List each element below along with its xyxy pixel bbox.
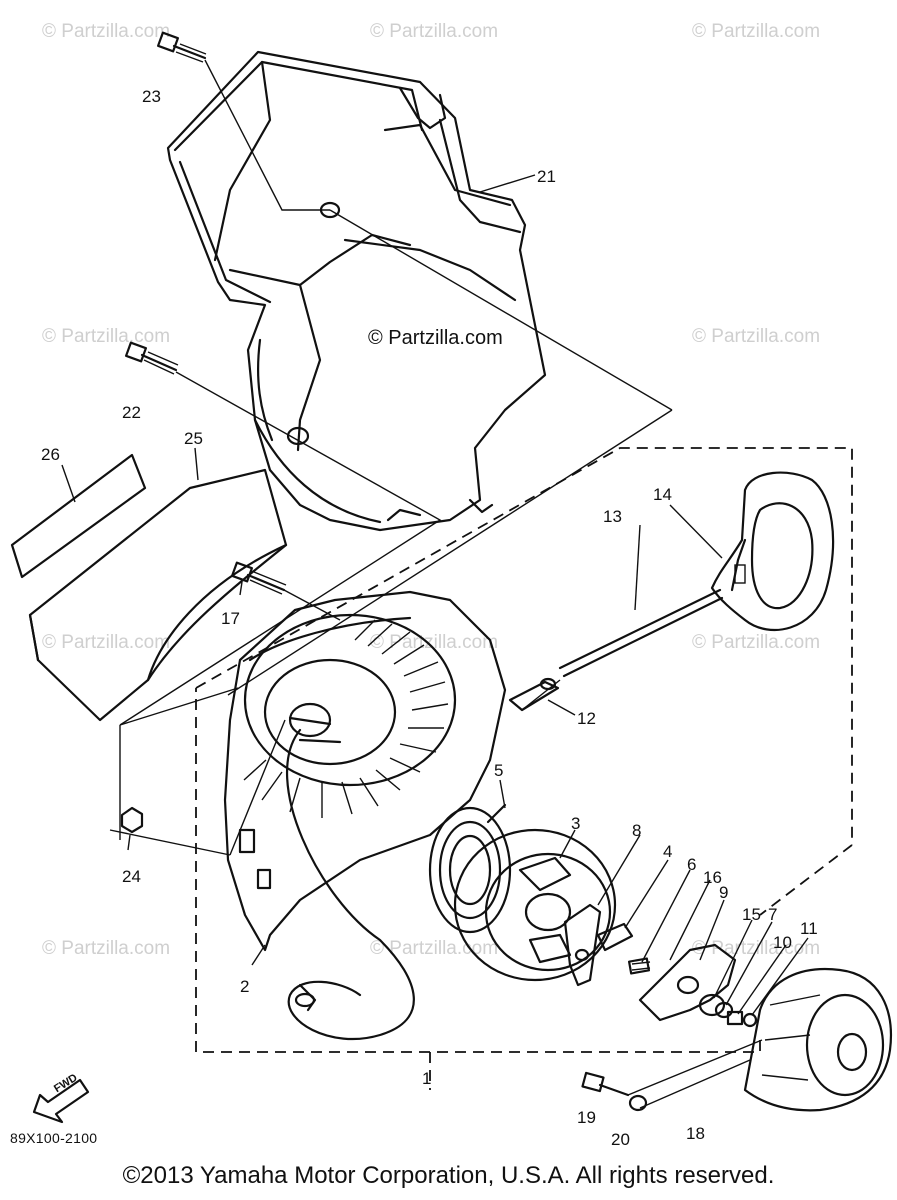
shroud-cover	[166, 50, 547, 532]
part-number-2: 2	[240, 977, 250, 996]
part-number-19: 19	[577, 1108, 596, 1127]
guide-12	[508, 677, 560, 712]
washer-20	[628, 1094, 648, 1112]
bolt-22	[124, 341, 179, 375]
part-number-1: 1	[422, 1069, 432, 1088]
part-number-13: 13	[603, 507, 622, 526]
watermark: © Partzilla.com	[692, 21, 821, 42]
strip-26	[10, 453, 147, 579]
starter-case-2	[223, 590, 507, 1041]
bolt-23	[156, 31, 207, 63]
part-number-8: 8	[632, 821, 642, 840]
watermark-center: © Partzilla.com	[368, 327, 503, 349]
spring-4	[596, 922, 634, 952]
watermark: © Partzilla.com	[692, 326, 821, 347]
watermark: © Partzilla.com	[42, 938, 171, 959]
part-number-22: 22	[122, 403, 141, 422]
nut-10	[726, 1010, 744, 1026]
diagram-code: 89X100-2100	[10, 1130, 98, 1146]
part-number-11: 11	[800, 919, 818, 938]
bolt-19	[581, 1071, 630, 1097]
friction-plate-9	[638, 943, 737, 1022]
part-number-26: 26	[41, 445, 60, 464]
part-number-5: 5	[494, 761, 504, 780]
watermark: © Partzilla.com	[42, 632, 171, 653]
handle-14	[710, 471, 835, 632]
part-number-25: 25	[184, 429, 203, 448]
watermark: © Partzilla.com	[692, 632, 821, 653]
part-number-24: 24	[122, 867, 141, 886]
pulley-18	[743, 968, 892, 1112]
copyright-notice: ©2013 Yamaha Motor Corporation, U.S.A. A…	[122, 1162, 775, 1189]
washer-11	[742, 1012, 758, 1028]
part-number-9: 9	[719, 883, 729, 902]
bolt-6	[627, 957, 651, 975]
part-number-4: 4	[663, 842, 673, 861]
reel-3	[453, 828, 617, 982]
part-number-17: 17	[221, 609, 240, 628]
part-number-12: 12	[577, 709, 596, 728]
reference-lines	[109, 59, 763, 1109]
spring-5	[428, 803, 512, 934]
part-number-20: 20	[611, 1130, 630, 1149]
watermark: © Partzilla.com	[370, 21, 499, 42]
nut-24	[120, 806, 144, 834]
part-number-14: 14	[653, 485, 672, 504]
watermark: © Partzilla.com	[42, 326, 171, 347]
part-number-10: 10	[773, 933, 792, 952]
part-number-23: 23	[142, 87, 161, 106]
leader-lines	[61, 174, 809, 1016]
part-number-21: 21	[537, 167, 556, 186]
cover-plate-25	[28, 468, 288, 722]
part-number-3: 3	[571, 814, 581, 833]
washer-7	[714, 1001, 734, 1019]
pawl-8	[563, 903, 602, 987]
watermark: © Partzilla.com	[692, 938, 821, 959]
part-number-15: 15	[742, 905, 761, 924]
part-number-18: 18	[686, 1124, 705, 1143]
rope-13	[558, 588, 724, 678]
watermark: © Partzilla.com	[42, 21, 171, 42]
part-number-6: 6	[687, 855, 697, 874]
washer-15	[698, 993, 726, 1017]
assembly-boundary	[195, 447, 853, 1053]
part-number-16: 16	[703, 868, 722, 887]
fwd-arrow-icon	[32, 1078, 90, 1124]
part-number-7: 7	[768, 905, 778, 924]
